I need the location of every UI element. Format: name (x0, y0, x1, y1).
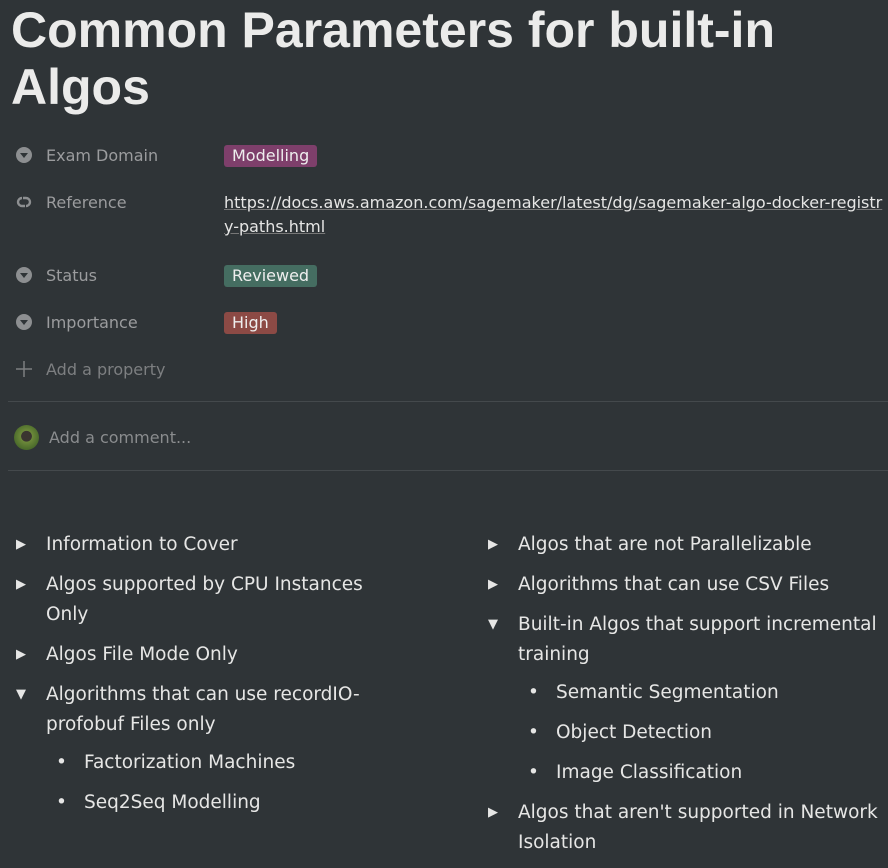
bullet-list: • Semantic Segmentation • Object Detection… (524, 678, 878, 788)
link-icon (14, 192, 34, 212)
bullet-icon: • (56, 752, 67, 773)
list-item-text: Factorization Machines (84, 752, 296, 773)
list-item: • Factorization Machines (52, 748, 406, 778)
toggle-label: Algos that aren't supported in Network I… (518, 802, 878, 853)
properties: Exam Domain Modelling Reference https://… (14, 138, 888, 399)
comment-placeholder: Add a comment... (49, 428, 192, 447)
property-label: Importance (46, 312, 138, 332)
property-label: Exam Domain (46, 145, 159, 165)
left-column: ▶ Information to Cover ▶ Algos supported b… (16, 530, 406, 828)
toggle-label: Algorithms that can use CSV Files (518, 574, 830, 595)
bullet-icon: • (528, 762, 539, 783)
triangle-right-icon[interactable]: ▶ (16, 577, 26, 592)
toggle-block[interactable]: ▶ Algos supported by CPU Instances Only (16, 570, 406, 630)
toggle-block[interactable]: ▼ Built-in Algos that support incremental… (488, 610, 878, 670)
tag-high[interactable]: High (224, 312, 277, 334)
triangle-right-icon[interactable]: ▶ (16, 537, 26, 552)
property-reference[interactable]: Reference https://docs.aws.amazon.com/sa… (14, 185, 888, 258)
triangle-down-icon[interactable]: ▼ (16, 687, 26, 702)
toggle-label: Algorithms that can use recordIO-profobu… (46, 684, 360, 735)
property-label: Reference (46, 192, 127, 212)
list-item-text: Object Detection (556, 722, 713, 743)
add-property-button[interactable]: Add a property (14, 352, 888, 399)
list-item-text: Semantic Segmentation (556, 682, 779, 703)
tag-modelling[interactable]: Modelling (224, 145, 318, 167)
toggle-label: Algos that are not Parallelizable (518, 534, 812, 555)
toggle-label: Information to Cover (46, 534, 238, 555)
triangle-down-icon[interactable]: ▼ (488, 617, 498, 632)
triangle-right-icon[interactable]: ▶ (16, 647, 26, 662)
list-item: • Object Detection (524, 718, 878, 748)
right-column: ▶ Algos that are not Parallelizable ▶ Algo… (488, 530, 878, 868)
comment-input[interactable]: Add a comment... (14, 425, 191, 450)
plus-icon (14, 359, 34, 379)
toggle-block[interactable]: ▼ Algorithms that can use recordIO-profob… (16, 680, 406, 740)
toggle-block[interactable]: ▶ Algos that are not Parallelizable (488, 530, 878, 560)
page-title[interactable]: Common Parameters for built-in Algos (11, 2, 775, 115)
bullet-icon: • (528, 682, 539, 703)
list-item: • Semantic Segmentation (524, 678, 878, 708)
avatar (14, 425, 39, 450)
toggle-label: Built-in Algos that support incremental … (518, 614, 877, 665)
list-item-text: Seq2Seq Modelling (84, 792, 261, 813)
select-icon (14, 145, 34, 165)
property-status[interactable]: Status Reviewed (14, 258, 888, 305)
select-icon (14, 265, 34, 285)
tag-reviewed[interactable]: Reviewed (224, 265, 318, 287)
reference-link[interactable]: https://docs.aws.amazon.com/sagemaker/la… (224, 193, 883, 236)
bullet-list: • Factorization Machines • Seq2Seq Modelli… (52, 748, 406, 818)
toggle-label: Algos supported by CPU Instances Only (46, 574, 363, 625)
triangle-right-icon[interactable]: ▶ (488, 577, 498, 592)
triangle-right-icon[interactable]: ▶ (488, 537, 498, 552)
divider (8, 470, 888, 471)
toggle-label: Algos File Mode Only (46, 644, 238, 665)
add-property-label: Add a property (46, 359, 166, 379)
property-exam-domain[interactable]: Exam Domain Modelling (14, 138, 888, 185)
toggle-block[interactable]: ▶ Algos File Mode Only (16, 640, 406, 670)
bullet-icon: • (528, 722, 539, 743)
list-item-text: Image Classification (556, 762, 743, 783)
triangle-right-icon[interactable]: ▶ (488, 805, 498, 820)
bullet-icon: • (56, 792, 67, 813)
select-icon (14, 312, 34, 332)
toggle-block[interactable]: ▶ Algorithms that can use CSV Files (488, 570, 878, 600)
list-item: • Image Classification (524, 758, 878, 788)
property-label: Status (46, 265, 97, 285)
toggle-block[interactable]: ▶ Information to Cover (16, 530, 406, 560)
divider (8, 401, 888, 402)
list-item: • Seq2Seq Modelling (52, 788, 406, 818)
property-importance[interactable]: Importance High (14, 305, 888, 352)
toggle-block[interactable]: ▶ Algos that aren't supported in Network … (488, 798, 878, 858)
